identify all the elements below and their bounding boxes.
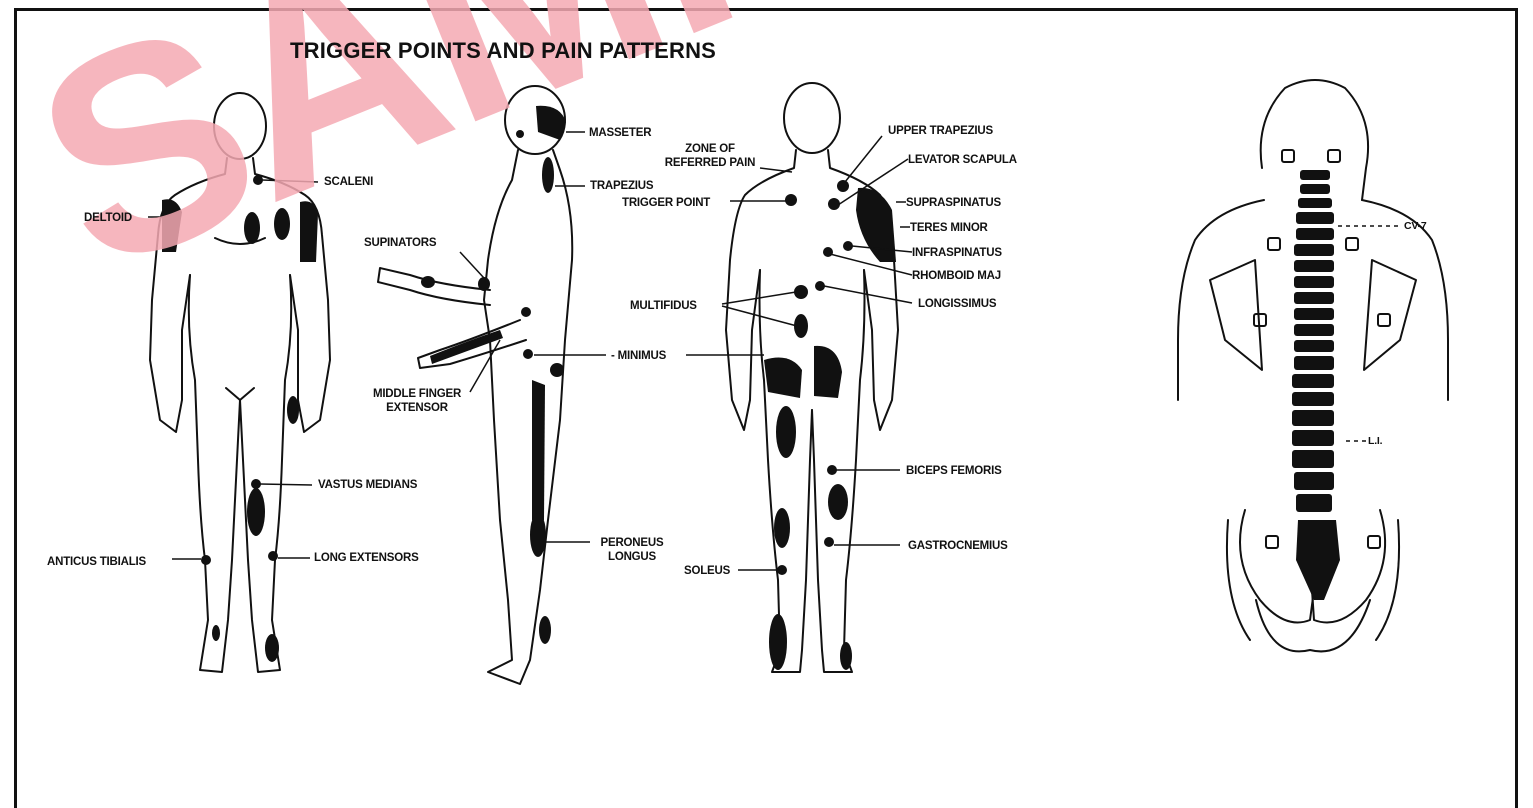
- label-middle-finger-line2: EXTENSOR: [362, 401, 472, 415]
- label-trapezius: TRAPEZIUS: [590, 179, 653, 193]
- label-infraspinatus: INFRASPINATUS: [912, 246, 1002, 260]
- label-anticus-tibialis: ANTICUS TIBIALIS: [47, 555, 146, 569]
- label-supraspinatus: SUPRASPINATUS: [906, 196, 1001, 210]
- label-multifidus: MULTIFIDUS: [630, 299, 697, 313]
- label-zone-of-referred-pain: ZONE OF REFERRED PAIN: [650, 142, 770, 170]
- label-soleus: SOLEUS: [684, 564, 730, 578]
- label-peroneus-line1: PERONEUS: [592, 536, 672, 550]
- label-levator-scapula: LEVATOR SCAPULA: [908, 153, 1017, 167]
- front-body-figure: [150, 93, 330, 672]
- label-longissimus: LONGISSIMUS: [918, 297, 996, 311]
- spine-vertebrae: [1292, 170, 1340, 600]
- label-biceps-femoris: BICEPS FEMORIS: [906, 464, 1002, 478]
- label-middle-finger-extensor: MIDDLE FINGER EXTENSOR: [362, 387, 472, 415]
- back-body-figure: [726, 83, 898, 672]
- anatomy-illustrations: [0, 0, 1533, 765]
- label-cv7: CV-7: [1404, 219, 1427, 233]
- label-rhomboid-maj: RHOMBOID MAJ: [912, 269, 1001, 283]
- label-upper-trapezius: UPPER TRAPEZIUS: [888, 124, 993, 138]
- diagram-title: TRIGGER POINTS AND PAIN PATTERNS: [290, 38, 716, 64]
- label-deltoid: DELTOID: [84, 211, 132, 225]
- label-peroneus-longus: PERONEUS LONGUS: [592, 536, 672, 564]
- label-zone-line1: ZONE OF: [650, 142, 770, 156]
- label-supinators: SUPINATORS: [364, 236, 436, 250]
- label-masseter: MASSETER: [589, 126, 651, 140]
- label-zone-line2: REFERRED PAIN: [650, 156, 770, 170]
- label-teres-minor: TERES MINOR: [910, 221, 988, 235]
- label-middle-finger-line1: MIDDLE FINGER: [362, 387, 472, 401]
- label-long-extensors: LONG EXTENSORS: [314, 551, 419, 565]
- label-li: L.I.: [1368, 434, 1382, 448]
- label-gastrocnemius: GASTROCNEMIUS: [908, 539, 1008, 553]
- label-minimus: - MINIMUS: [611, 349, 666, 363]
- label-scaleni: SCALENI: [324, 175, 373, 189]
- label-peroneus-line2: LONGUS: [592, 550, 672, 564]
- label-vastus-medians: VASTUS MEDIANS: [318, 478, 417, 492]
- leader-lines: [148, 132, 1400, 570]
- label-trigger-point: TRIGGER POINT: [622, 196, 710, 210]
